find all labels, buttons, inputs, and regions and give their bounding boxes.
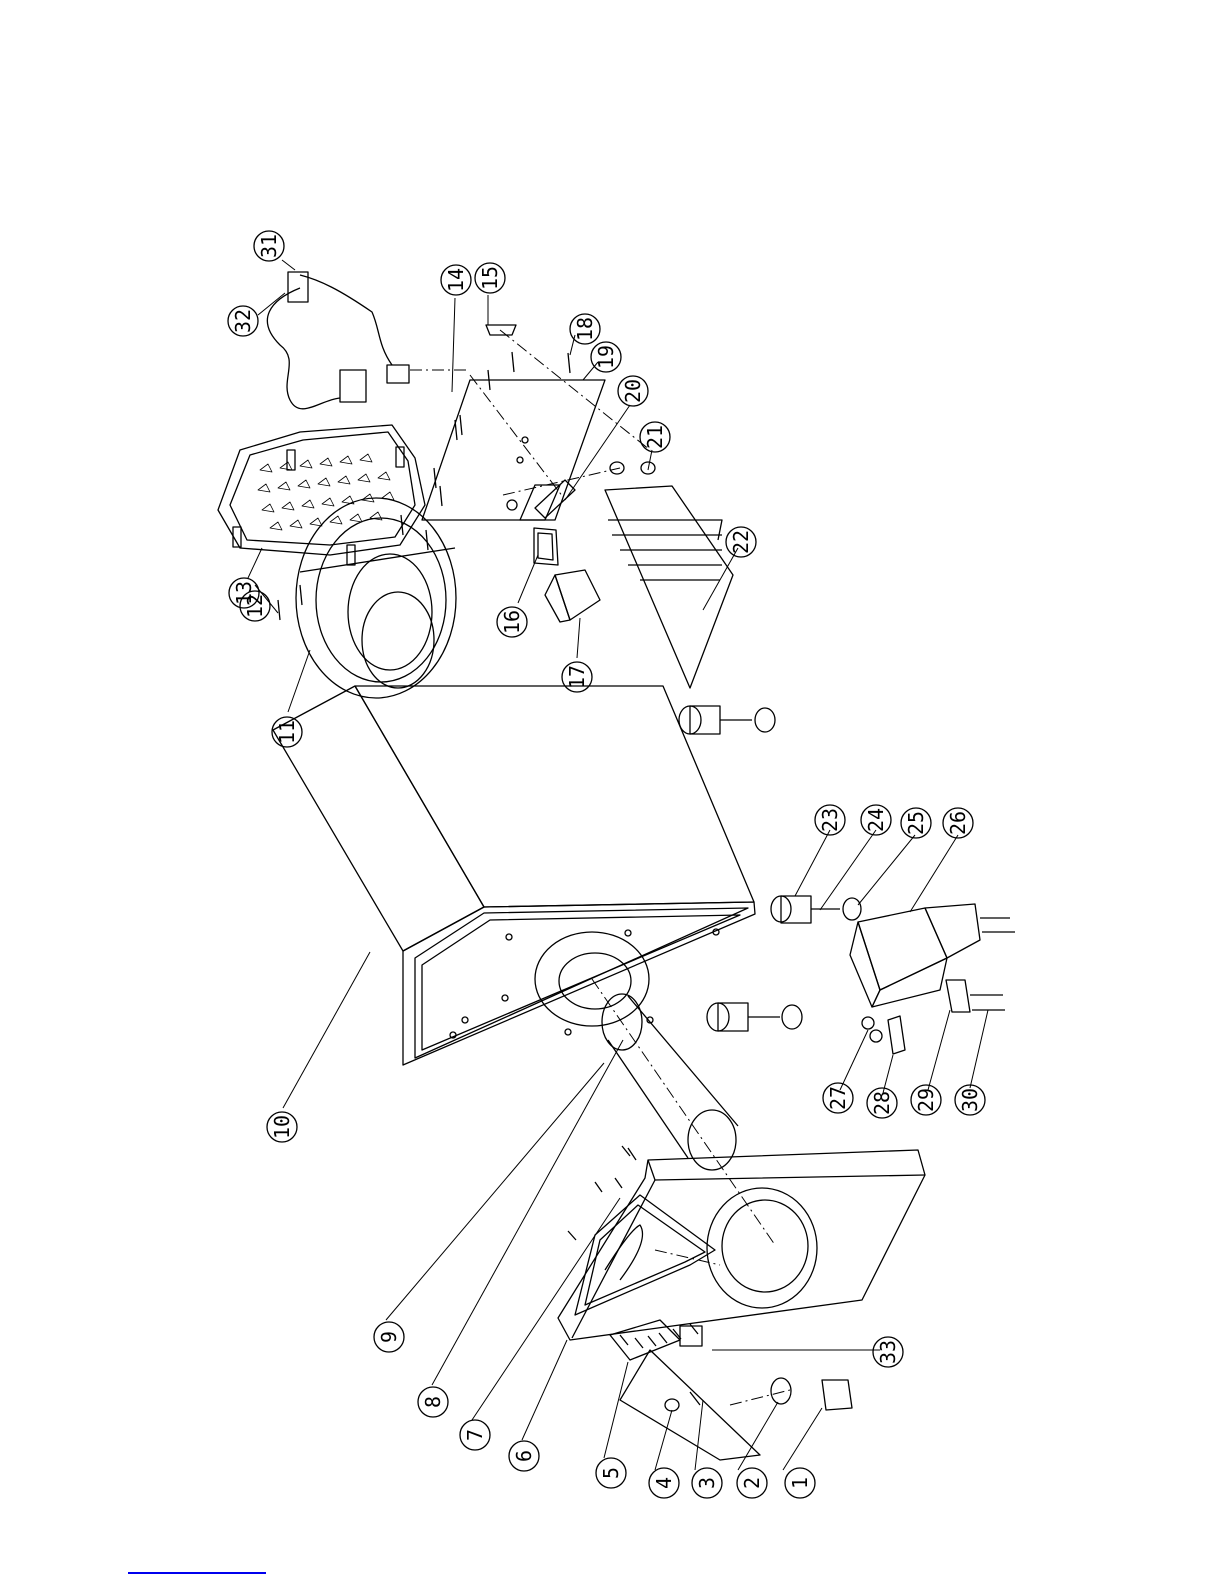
circuit-board-part (422, 380, 605, 520)
svg-text:13: 13 (232, 581, 256, 605)
svg-text:29: 29 (914, 1088, 938, 1112)
callout-28: 28 (867, 1088, 897, 1118)
callout-24: 24 (861, 805, 891, 835)
callout-23: 23 (815, 805, 845, 835)
svg-text:33: 33 (876, 1340, 900, 1364)
input-panel-part (610, 1320, 760, 1460)
grille-part (218, 425, 425, 565)
callout-18: 18 (570, 314, 600, 344)
leader-lines (248, 260, 988, 1470)
svg-text:31: 31 (257, 234, 281, 258)
svg-text:20: 20 (621, 379, 645, 403)
bracket-part (534, 528, 558, 565)
callout-20: 20 (618, 376, 648, 406)
svg-text:14: 14 (444, 268, 468, 292)
footer-link-underline[interactable] (128, 1572, 266, 1574)
svg-text:10: 10 (270, 1115, 294, 1139)
svg-text:24: 24 (864, 808, 888, 832)
callout-33: 33 (873, 1337, 903, 1367)
callout-22: 22 (726, 527, 756, 557)
svg-text:26: 26 (946, 811, 970, 835)
callout-25: 25 (901, 808, 931, 838)
callout-29: 29 (911, 1085, 941, 1115)
svg-text:7: 7 (463, 1429, 487, 1441)
svg-text:1: 1 (788, 1477, 812, 1489)
callout-19: 19 (591, 342, 621, 372)
svg-text:28: 28 (870, 1091, 894, 1115)
svg-text:5: 5 (599, 1467, 623, 1479)
front-baffle-part (558, 1150, 925, 1340)
cabinet-part (273, 686, 755, 1065)
svg-text:32: 32 (231, 309, 255, 333)
relay-part (545, 570, 600, 622)
woofer-part (296, 498, 456, 698)
svg-text:2: 2 (740, 1477, 764, 1489)
callout-9: 9 (374, 1322, 404, 1352)
callout-26: 26 (943, 808, 973, 838)
svg-text:19: 19 (594, 345, 618, 369)
callout-32: 32 (228, 306, 258, 336)
callout-16: 16 (497, 607, 527, 637)
svg-text:17: 17 (565, 665, 589, 689)
svg-text:30: 30 (958, 1088, 982, 1112)
callout-30: 30 (955, 1085, 985, 1115)
svg-text:4: 4 (652, 1477, 676, 1489)
svg-text:11: 11 (275, 720, 299, 744)
callout-10: 10 (267, 1112, 297, 1142)
callout-2: 2 (737, 1468, 767, 1498)
power-cord-part (267, 272, 409, 409)
svg-text:15: 15 (478, 266, 502, 290)
callout-4: 4 (649, 1468, 679, 1498)
callout-8: 8 (418, 1387, 448, 1417)
knob-part (771, 1378, 852, 1410)
callout-11: 11 (272, 717, 302, 747)
svg-text:9: 9 (377, 1331, 401, 1343)
callout-17: 17 (562, 662, 592, 692)
callout-1: 1 (785, 1468, 815, 1498)
callout-7: 7 (460, 1420, 490, 1450)
callout-markers: 1 2 3 4 5 6 7 8 9 10 11 12 13 14 15 16 1… (228, 231, 985, 1498)
callout-21: 21 (640, 422, 670, 452)
svg-text:16: 16 (500, 610, 524, 634)
assembly-lines (410, 330, 790, 1405)
svg-text:21: 21 (643, 425, 667, 449)
foot-assembly-part (771, 896, 861, 923)
svg-text:3: 3 (695, 1477, 719, 1489)
svg-text:25: 25 (904, 811, 928, 835)
svg-text:18: 18 (573, 317, 597, 341)
plate-part (486, 325, 516, 335)
callout-27: 27 (823, 1083, 853, 1113)
callout-5: 5 (596, 1458, 626, 1488)
svg-text:8: 8 (421, 1396, 445, 1408)
board-screws (278, 352, 570, 620)
callout-13: 13 (229, 578, 259, 608)
svg-text:22: 22 (729, 530, 753, 554)
svg-text:23: 23 (818, 808, 842, 832)
svg-text:27: 27 (826, 1086, 850, 1110)
callout-14: 14 (441, 265, 471, 295)
callout-15: 15 (475, 263, 505, 293)
transformer-part (850, 904, 1015, 1054)
callout-3: 3 (692, 1468, 722, 1498)
heatsink-part (605, 486, 733, 688)
svg-text:6: 6 (512, 1450, 536, 1462)
callout-6: 6 (509, 1441, 539, 1471)
callout-31: 31 (254, 231, 284, 261)
